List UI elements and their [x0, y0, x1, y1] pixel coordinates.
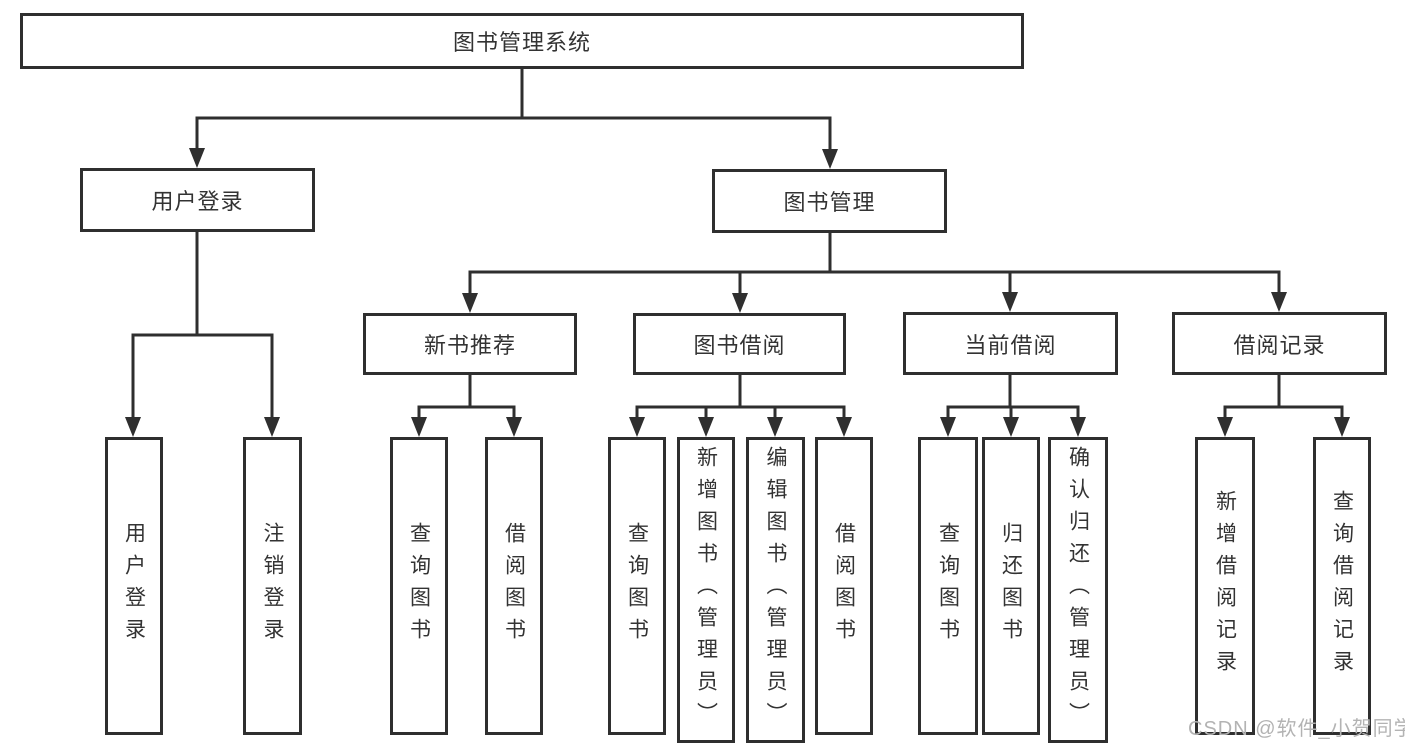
leaf-borrow-book-borrow-label: 借阅图书	[832, 522, 856, 650]
leaf-add-borrow-record-label: 新增借阅记录	[1213, 490, 1237, 682]
leaf-edit-book-admin: 编辑图书（管理员）	[746, 437, 805, 743]
connector-new-book-recommend-to-leaves	[411, 375, 522, 437]
leaf-query-book-current: 查询图书	[918, 437, 978, 735]
leaf-borrow-book-recommend-label: 借阅图书	[502, 522, 526, 650]
leaf-user-login-label: 用户登录	[122, 522, 146, 650]
leaf-add-book-admin: 新增图书（管理员）	[677, 437, 735, 743]
leaf-logout-label: 注销登录	[261, 522, 284, 650]
leaf-user-login: 用户登录	[105, 437, 163, 735]
connector-book-management-to-level3	[462, 233, 1287, 313]
leaf-borrow-book-recommend: 借阅图书	[485, 437, 543, 735]
leaf-query-book-recommend: 查询图书	[390, 437, 448, 735]
leaf-confirm-return-admin-label: 确认归还（管理员）	[1066, 446, 1090, 734]
connector-book-borrow-to-leaves	[629, 375, 852, 437]
leaf-query-book-current-label: 查询图书	[936, 522, 960, 650]
leaf-confirm-return-admin: 确认归还（管理员）	[1048, 437, 1108, 743]
connector-current-borrow-to-leaves	[940, 375, 1086, 437]
node-root-library-system: 图书管理系统	[20, 13, 1024, 69]
leaf-return-book-label: 归还图书	[999, 522, 1023, 650]
connector-root-to-level2	[189, 69, 838, 169]
connector-user-login-to-leaves	[125, 232, 280, 437]
leaf-return-book: 归还图书	[982, 437, 1040, 735]
leaf-query-borrow-record: 查询借阅记录	[1313, 437, 1371, 735]
leaf-add-book-admin-label: 新增图书（管理员）	[694, 446, 718, 734]
csdn-watermark: CSDN @软件_小贺同学	[1188, 718, 1405, 740]
node-book-borrow: 图书借阅	[633, 313, 846, 375]
leaf-query-borrow-record-label: 查询借阅记录	[1330, 490, 1354, 682]
leaf-query-book-borrow: 查询图书	[608, 437, 666, 735]
leaf-logout: 注销登录	[243, 437, 302, 735]
leaf-add-borrow-record: 新增借阅记录	[1195, 437, 1255, 735]
connector-borrow-record-to-leaves	[1217, 375, 1350, 437]
node-borrow-record: 借阅记录	[1172, 312, 1387, 375]
node-book-management: 图书管理	[712, 169, 947, 233]
leaf-query-book-recommend-label: 查询图书	[407, 522, 431, 650]
leaf-borrow-book-borrow: 借阅图书	[815, 437, 873, 735]
leaf-edit-book-admin-label: 编辑图书（管理员）	[764, 446, 787, 734]
node-user-login: 用户登录	[80, 168, 315, 232]
leaf-query-book-borrow-label: 查询图书	[625, 522, 649, 650]
node-new-book-recommend: 新书推荐	[363, 313, 577, 375]
node-current-borrow: 当前借阅	[903, 312, 1118, 375]
